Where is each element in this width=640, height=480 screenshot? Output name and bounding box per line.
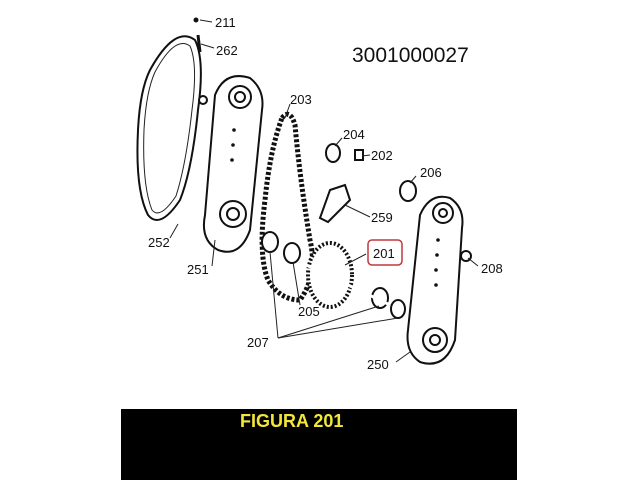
callout-250: 250 bbox=[367, 357, 389, 372]
callout-201: 201 bbox=[373, 246, 395, 261]
arm-259 bbox=[318, 183, 352, 224]
bearings bbox=[198, 95, 472, 319]
figure-title-bar: FIGURA 201 bbox=[121, 409, 517, 480]
callout-205: 205 bbox=[298, 304, 320, 319]
chain-203 bbox=[259, 111, 315, 303]
callout-251: 251 bbox=[187, 262, 209, 277]
callout-206: 206 bbox=[420, 165, 442, 180]
cover-251 bbox=[202, 75, 264, 253]
callout-202: 202 bbox=[371, 148, 393, 163]
belt-252 bbox=[136, 35, 202, 221]
callout-211: 211 bbox=[215, 15, 236, 30]
figure-title: FIGURA 201 bbox=[240, 411, 344, 431]
callout-252: 252 bbox=[148, 235, 170, 250]
cover-250 bbox=[406, 195, 464, 365]
callout-259: 259 bbox=[371, 210, 393, 225]
callout-203: 203 bbox=[290, 92, 312, 107]
highlight-box-201 bbox=[367, 239, 403, 266]
part-code: 3001000027 bbox=[352, 44, 469, 67]
callout-208: 208 bbox=[481, 261, 503, 276]
callout-262: 262 bbox=[216, 43, 238, 58]
leader-lines bbox=[169, 19, 479, 363]
callout-207: 207 bbox=[247, 335, 269, 350]
callout-204: 204 bbox=[343, 127, 365, 142]
sprocket-201 bbox=[299, 241, 391, 309]
